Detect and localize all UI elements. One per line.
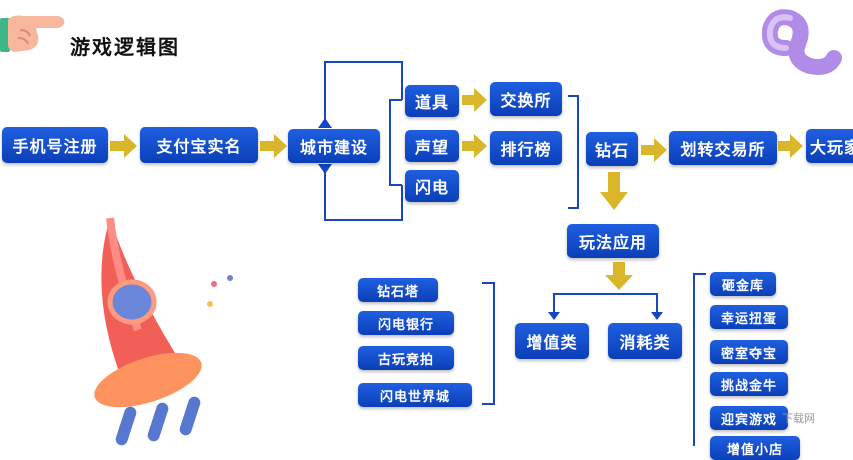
node-diamond: 钻石	[586, 132, 638, 166]
pointing-hand-icon	[0, 6, 68, 64]
node-exchange: 交换所	[490, 82, 562, 116]
watermark: 下载网	[782, 412, 815, 425]
flow-connectors	[110, 61, 803, 446]
consume-item: 挑战金牛	[710, 372, 788, 396]
node-value-added: 增值类	[515, 323, 589, 359]
value-item: 钻石塔	[358, 278, 438, 302]
consume-item: 密室夺宝	[710, 340, 788, 364]
node-alipay-verify: 支付宝实名	[140, 127, 258, 163]
node-city-build: 城市建设	[288, 129, 380, 163]
consume-item: 迎宾游戏	[710, 406, 788, 430]
node-transfer-exchange: 划转交易所	[669, 131, 777, 165]
value-item: 古玩竞拍	[358, 346, 454, 370]
value-item: 闪电银行	[358, 311, 454, 335]
node-prestige: 声望	[405, 130, 459, 162]
rocket-illustration	[80, 210, 250, 450]
value-item: 闪电世界城	[358, 383, 472, 407]
consume-item: 砸金库	[710, 272, 776, 296]
node-consumption: 消耗类	[608, 323, 682, 359]
node-lightning: 闪电	[405, 170, 459, 202]
page-title: 游戏逻辑图	[70, 35, 180, 59]
node-ranking: 排行榜	[490, 131, 562, 165]
node-phone-register: 手机号注册	[2, 127, 108, 163]
node-props: 道具	[405, 85, 459, 117]
consume-item: 幸运扭蛋	[710, 305, 788, 329]
consume-item: 增值小店	[710, 436, 800, 460]
node-big-player: 大玩家	[806, 129, 853, 163]
node-gameplay-app: 玩法应用	[567, 224, 659, 258]
decorative-shape-icon	[761, 8, 844, 94]
